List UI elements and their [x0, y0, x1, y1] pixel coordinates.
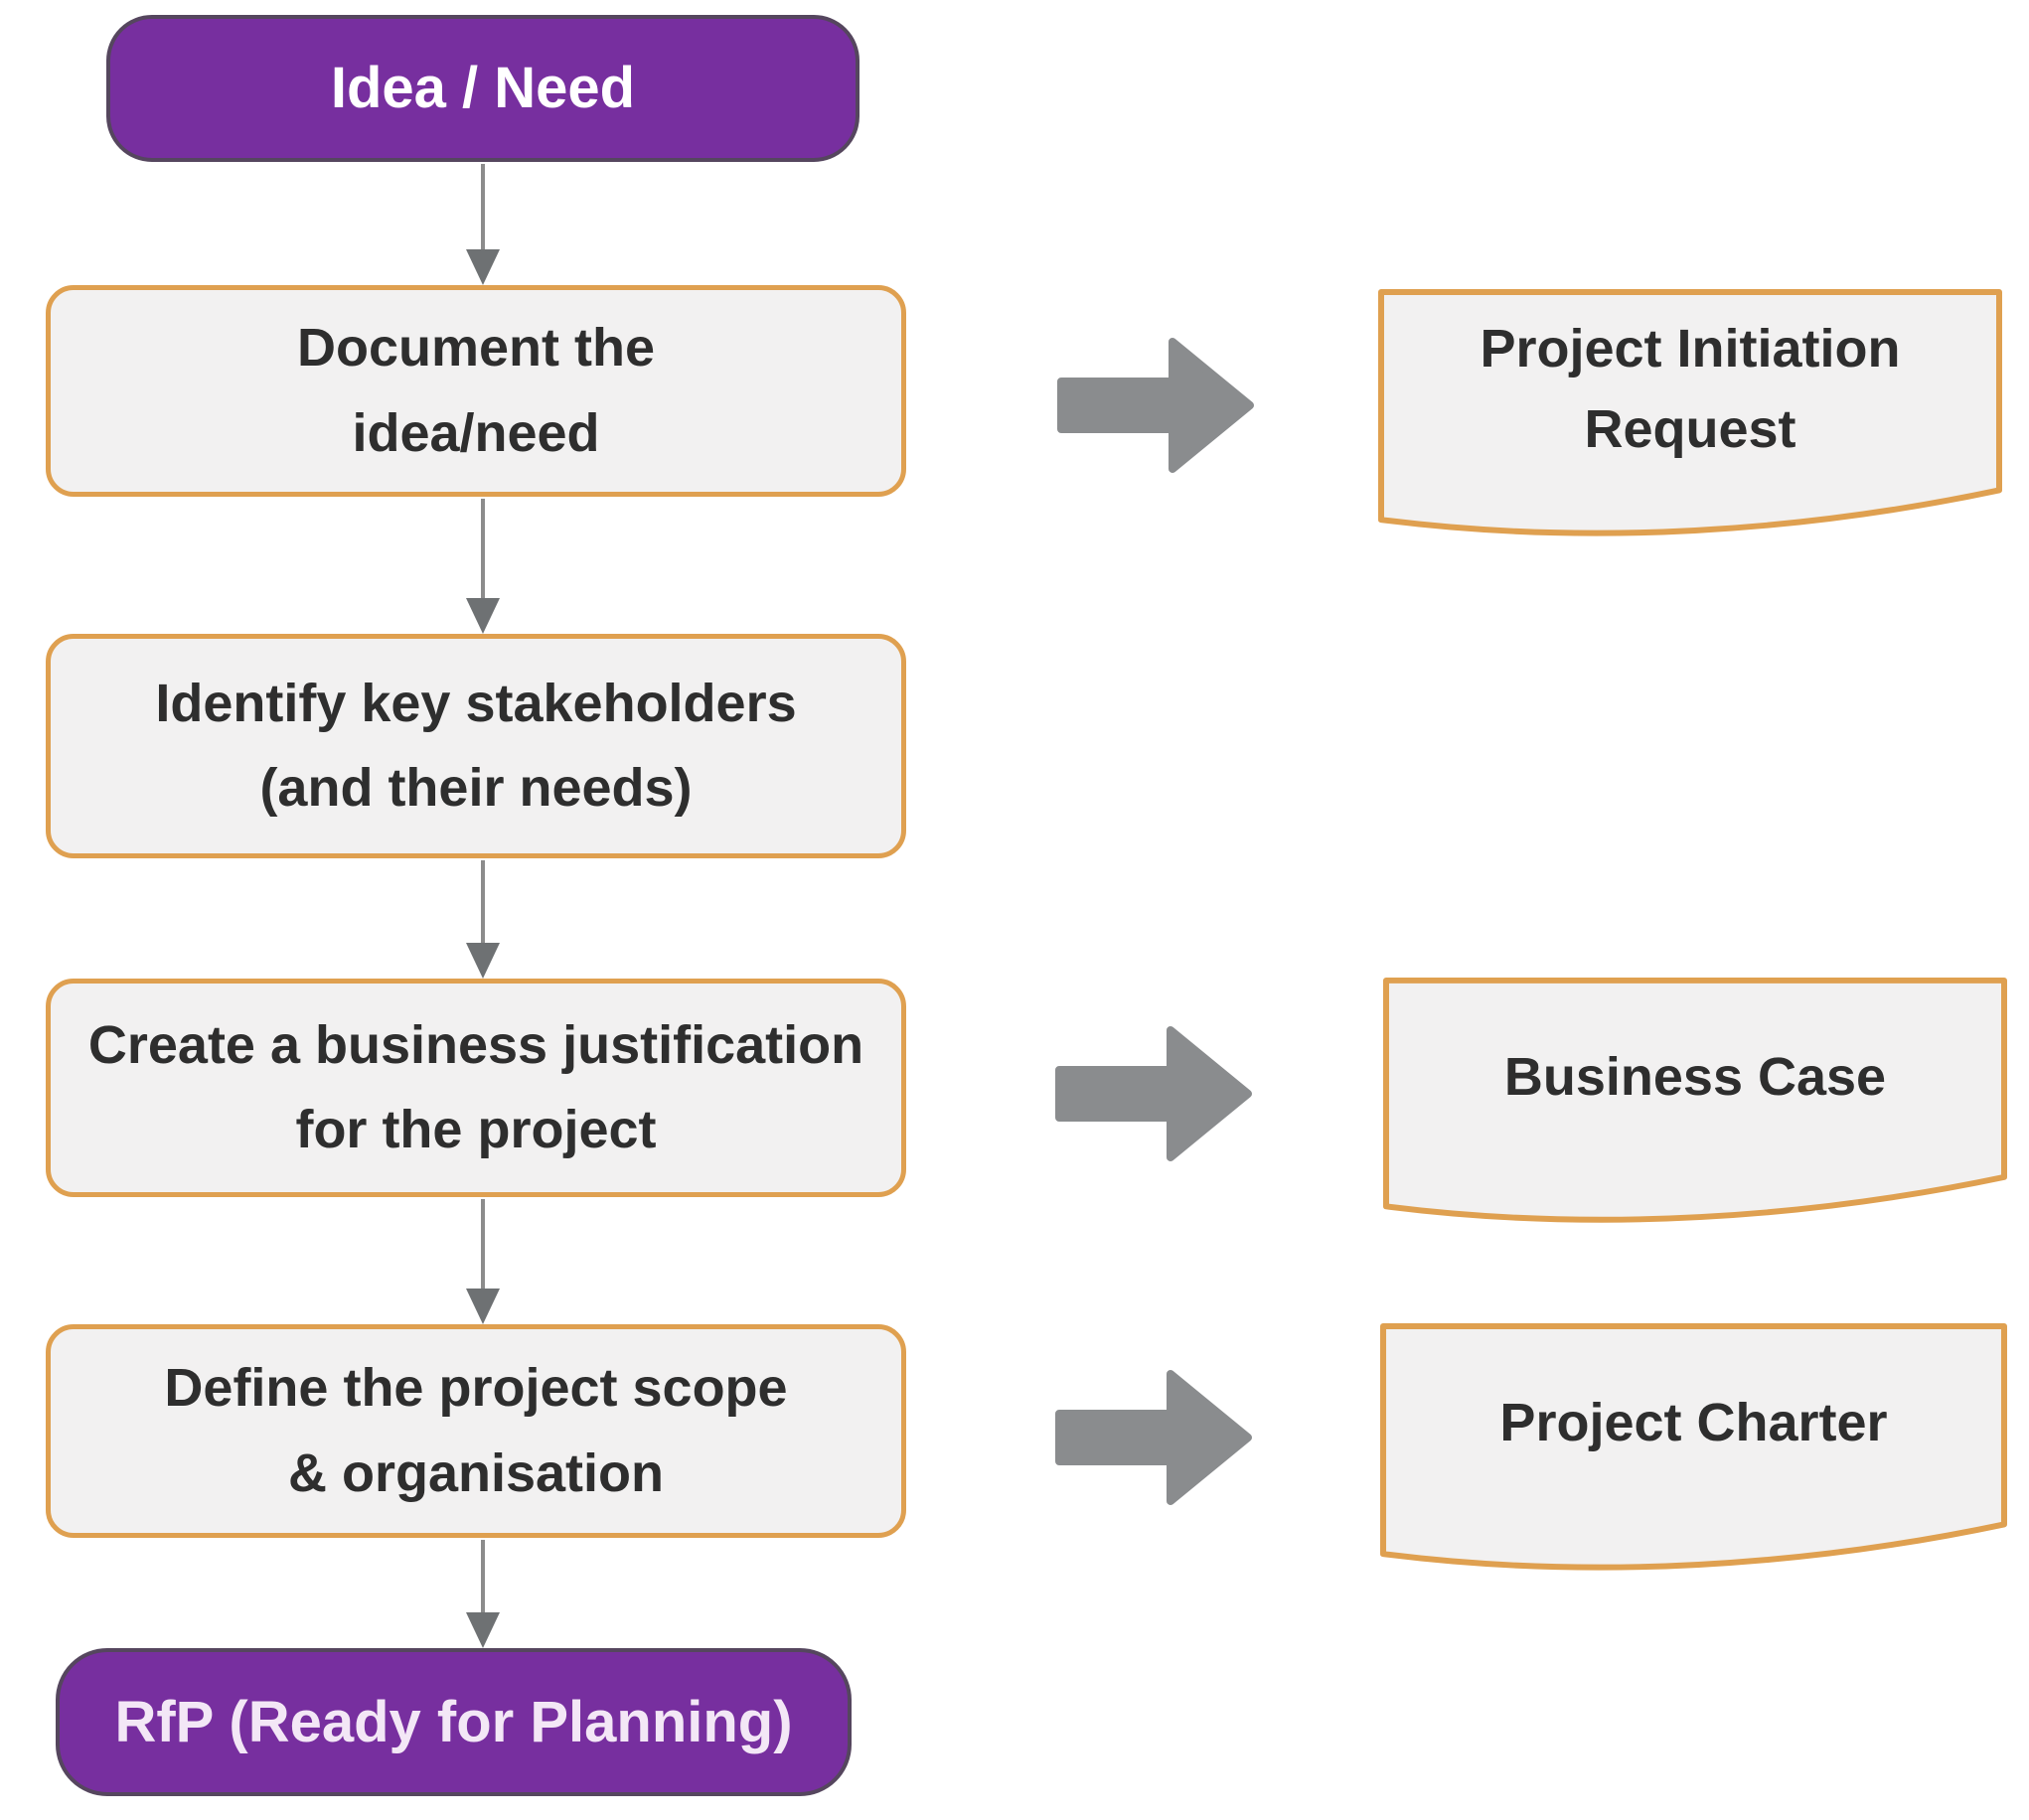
arrowhead-down-icon [466, 1289, 500, 1324]
document-label: Project Initiation Request [1480, 318, 1901, 459]
connector-arrow-5 [465, 1540, 501, 1648]
document-label: Project Charter [1499, 1393, 1888, 1452]
connector-line [481, 1540, 485, 1612]
connector-arrow-4 [465, 1199, 501, 1324]
arrowhead-down-icon [466, 598, 500, 634]
connector-arrow-1 [465, 164, 501, 285]
document-shape-icon [1383, 977, 2007, 1223]
document-project-initiation-request: Project Initiation Request [1376, 287, 2004, 543]
arrowhead-down-icon [466, 249, 500, 285]
document-shape-icon [1380, 1322, 2007, 1571]
block-arrow-right-icon-1 [1057, 338, 1254, 473]
connector-arrow-2 [465, 499, 501, 634]
process-create-business-justification: Create a business justification for the … [46, 979, 906, 1197]
document-project-charter: Project Charter [1378, 1321, 2009, 1578]
process-label: Identify key stakeholders (and their nee… [155, 673, 797, 818]
connector-arrow-3 [465, 860, 501, 979]
process-identify-stakeholders: Identify key stakeholders (and their nee… [46, 634, 906, 858]
process-define-scope-organisation: Define the project scope & organisation [46, 1324, 906, 1538]
block-arrow-right-icon-3 [1055, 1370, 1252, 1505]
end-node-rfp: RfP (Ready for Planning) [56, 1648, 852, 1796]
process-document-idea-need: Document the idea/need [46, 285, 906, 497]
connector-line [481, 1199, 485, 1289]
connector-line [481, 164, 485, 249]
arrowhead-down-icon [466, 943, 500, 979]
document-shape-icon [1378, 288, 2002, 536]
arrowhead-down-icon [466, 1612, 500, 1648]
process-label: Create a business justification for the … [87, 1014, 864, 1159]
connector-line [481, 860, 485, 943]
block-arrow-right-icon-2 [1055, 1026, 1252, 1161]
start-node-label: Idea / Need [330, 56, 636, 121]
end-node-label: RfP (Ready for Planning) [114, 1689, 793, 1754]
process-label: Document the idea/need [296, 318, 656, 463]
process-label: Define the project scope & organisation [164, 1358, 788, 1503]
connector-line [481, 499, 485, 598]
start-node-idea-need: Idea / Need [106, 15, 859, 162]
document-business-case: Business Case [1381, 976, 2009, 1230]
document-label: Business Case [1503, 1047, 1887, 1107]
